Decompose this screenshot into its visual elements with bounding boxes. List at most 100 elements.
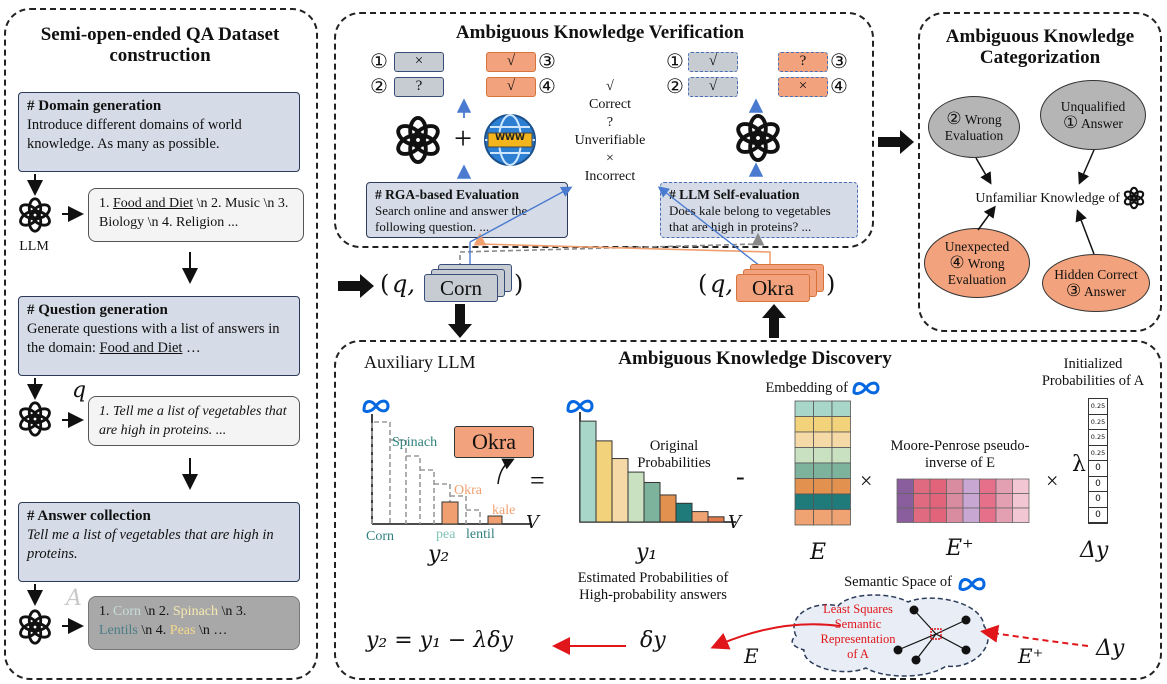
embedding-cell <box>813 400 833 417</box>
pseudo-inverse-cell <box>1012 493 1030 509</box>
embedding-cell <box>794 493 814 510</box>
right-result-1: √ <box>688 52 738 72</box>
verification-title: Ambiguous Knowledge Verification <box>455 22 745 43</box>
discovery-panel <box>334 340 1162 680</box>
categorization-title: Ambiguous Knowledge Categorization <box>945 26 1135 68</box>
llm-label: LLM <box>19 239 49 254</box>
left-result-1: × <box>394 52 444 72</box>
right-arrow-icon <box>878 130 914 154</box>
question-answer-box: 1. Tell me a list of vegetables that are… <box>88 396 300 446</box>
probability-bar <box>659 494 677 523</box>
meta-logo-icon <box>958 577 986 591</box>
probability-bar <box>595 440 613 523</box>
final-answer-box: 1. Corn \n 2. Spinach \n 3.Lentils \n 4.… <box>88 596 300 650</box>
times-sign-1: × <box>860 468 873 493</box>
domain-answer-underlined: Food and Diet <box>113 196 194 211</box>
wrong-eval-num: ② <box>946 108 962 128</box>
label-okra-small: Okra <box>454 483 482 498</box>
verification-arrows <box>456 98 771 270</box>
pseudo-inverse-cell <box>913 493 931 509</box>
down-arrow-icon <box>448 304 472 338</box>
pseudo-inverse-cell <box>995 507 1013 523</box>
moore-penrose-label: Moore-Penrose pseudo-inverse of E <box>890 438 1030 471</box>
estimated-probabilities-label: Estimated Probabilities of High-probabil… <box>577 570 729 603</box>
probability-bar <box>579 420 597 523</box>
categorization-panel <box>918 12 1162 332</box>
embedding-cell <box>813 462 833 479</box>
btn-num-3b: ③ <box>830 51 848 73</box>
probability-bar <box>627 471 645 523</box>
pseudo-inverse-cell <box>979 493 997 509</box>
btn-num-4b: ④ <box>830 76 848 98</box>
categorization-arrows <box>975 149 1095 255</box>
question-generation-tail: … <box>182 340 201 356</box>
btn-num-3: ③ <box>538 51 556 73</box>
btn-num-2b: ② <box>666 76 684 98</box>
pseudo-inverse-cell <box>946 493 964 509</box>
question-generation-scroll: # Question generation Generate questions… <box>18 296 300 376</box>
vector-cell: 0.25 <box>1089 399 1107 415</box>
dataset-construction-panel <box>4 8 318 680</box>
final-answer-t4: \n 4. <box>137 623 170 638</box>
pseudo-inverse-cell <box>962 493 980 509</box>
pseudo-inverse-cell <box>929 478 947 494</box>
final-answer-spinach: Spinach <box>172 604 218 619</box>
embedding-cell <box>813 509 833 526</box>
wrong-evaluation-node: ② Wrong Evaluation <box>928 96 1020 158</box>
probability-bar <box>643 481 661 523</box>
okra-card: Okra <box>736 274 810 302</box>
final-answer-peas: Peas <box>169 623 196 638</box>
embedding-cell <box>831 400 851 417</box>
legend-cross: × <box>606 151 614 166</box>
question-generation-underlined: Food and Diet <box>99 340 183 356</box>
unfamiliar-knowledge-label: Unfamiliar Knowledge of <box>975 191 1120 206</box>
embedding-cell <box>813 431 833 448</box>
openai-logo-icon <box>1123 186 1145 210</box>
left-result-3: √ <box>486 52 536 72</box>
left-result-4: √ <box>486 77 536 97</box>
embedding-cell <box>831 509 851 526</box>
pseudo-inverse-cell <box>946 478 964 494</box>
plus-sign: + <box>454 120 473 156</box>
pseudo-inverse-cell <box>962 507 980 523</box>
btn-num-1b: ① <box>666 51 684 73</box>
okra-highlight-box: Okra <box>454 426 534 458</box>
Delta-y-label: Δy <box>1080 538 1109 563</box>
pseudo-inverse-cell <box>1012 507 1030 523</box>
domain-answer-rest: \n 2. Music \n 3. Biology \n 4. Religion… <box>99 196 289 230</box>
self-eval-heading: # LLM Self-evaluation <box>669 187 800 202</box>
corn-close-paren: ) <box>514 270 524 298</box>
legend-check: √ <box>606 79 614 94</box>
probability-bar <box>707 516 725 523</box>
globe-www-icon <box>484 114 536 166</box>
domain-answer-box: 1. Food and Diet \n 2. Music \n 3. Biolo… <box>88 188 304 242</box>
E-bottom-label: E <box>744 644 759 668</box>
pseudo-inverse-cell <box>979 507 997 523</box>
vector-cell: 0.25 <box>1089 430 1107 446</box>
hidden-text: Hidden Correct <box>1054 266 1138 282</box>
vector-cell: 0.25 <box>1089 415 1107 430</box>
unexpected-num: ④ <box>949 252 965 272</box>
label-spinach: Spinach <box>392 435 438 450</box>
meta-logo-icon <box>852 381 880 395</box>
vector-cell: 0 <box>1089 477 1107 492</box>
pseudo-inverse-cell <box>995 478 1013 494</box>
lambda-symbol: λ <box>1072 452 1086 477</box>
right-arrow-icon <box>338 274 374 298</box>
initialized-probabilities-label: Initialized Probabilities of A <box>1041 356 1145 389</box>
final-answer-t5: \n … <box>195 623 228 638</box>
corn-q: q, <box>392 270 415 298</box>
btn-num-1: ① <box>370 51 388 73</box>
embedding-cell <box>794 400 814 417</box>
label-lentil: lentil <box>466 527 495 542</box>
final-answer-t3: \n 3. <box>218 604 247 619</box>
up-arrow-icon <box>762 304 786 338</box>
E-plus-label: E⁺ <box>946 536 974 561</box>
legend-unverifiable: Unverifiable <box>574 133 646 148</box>
embedding-cell <box>794 416 814 433</box>
vector-cell: 0 <box>1089 492 1107 508</box>
embedding-cell <box>794 431 814 448</box>
delta-y-small: δy <box>640 628 666 653</box>
